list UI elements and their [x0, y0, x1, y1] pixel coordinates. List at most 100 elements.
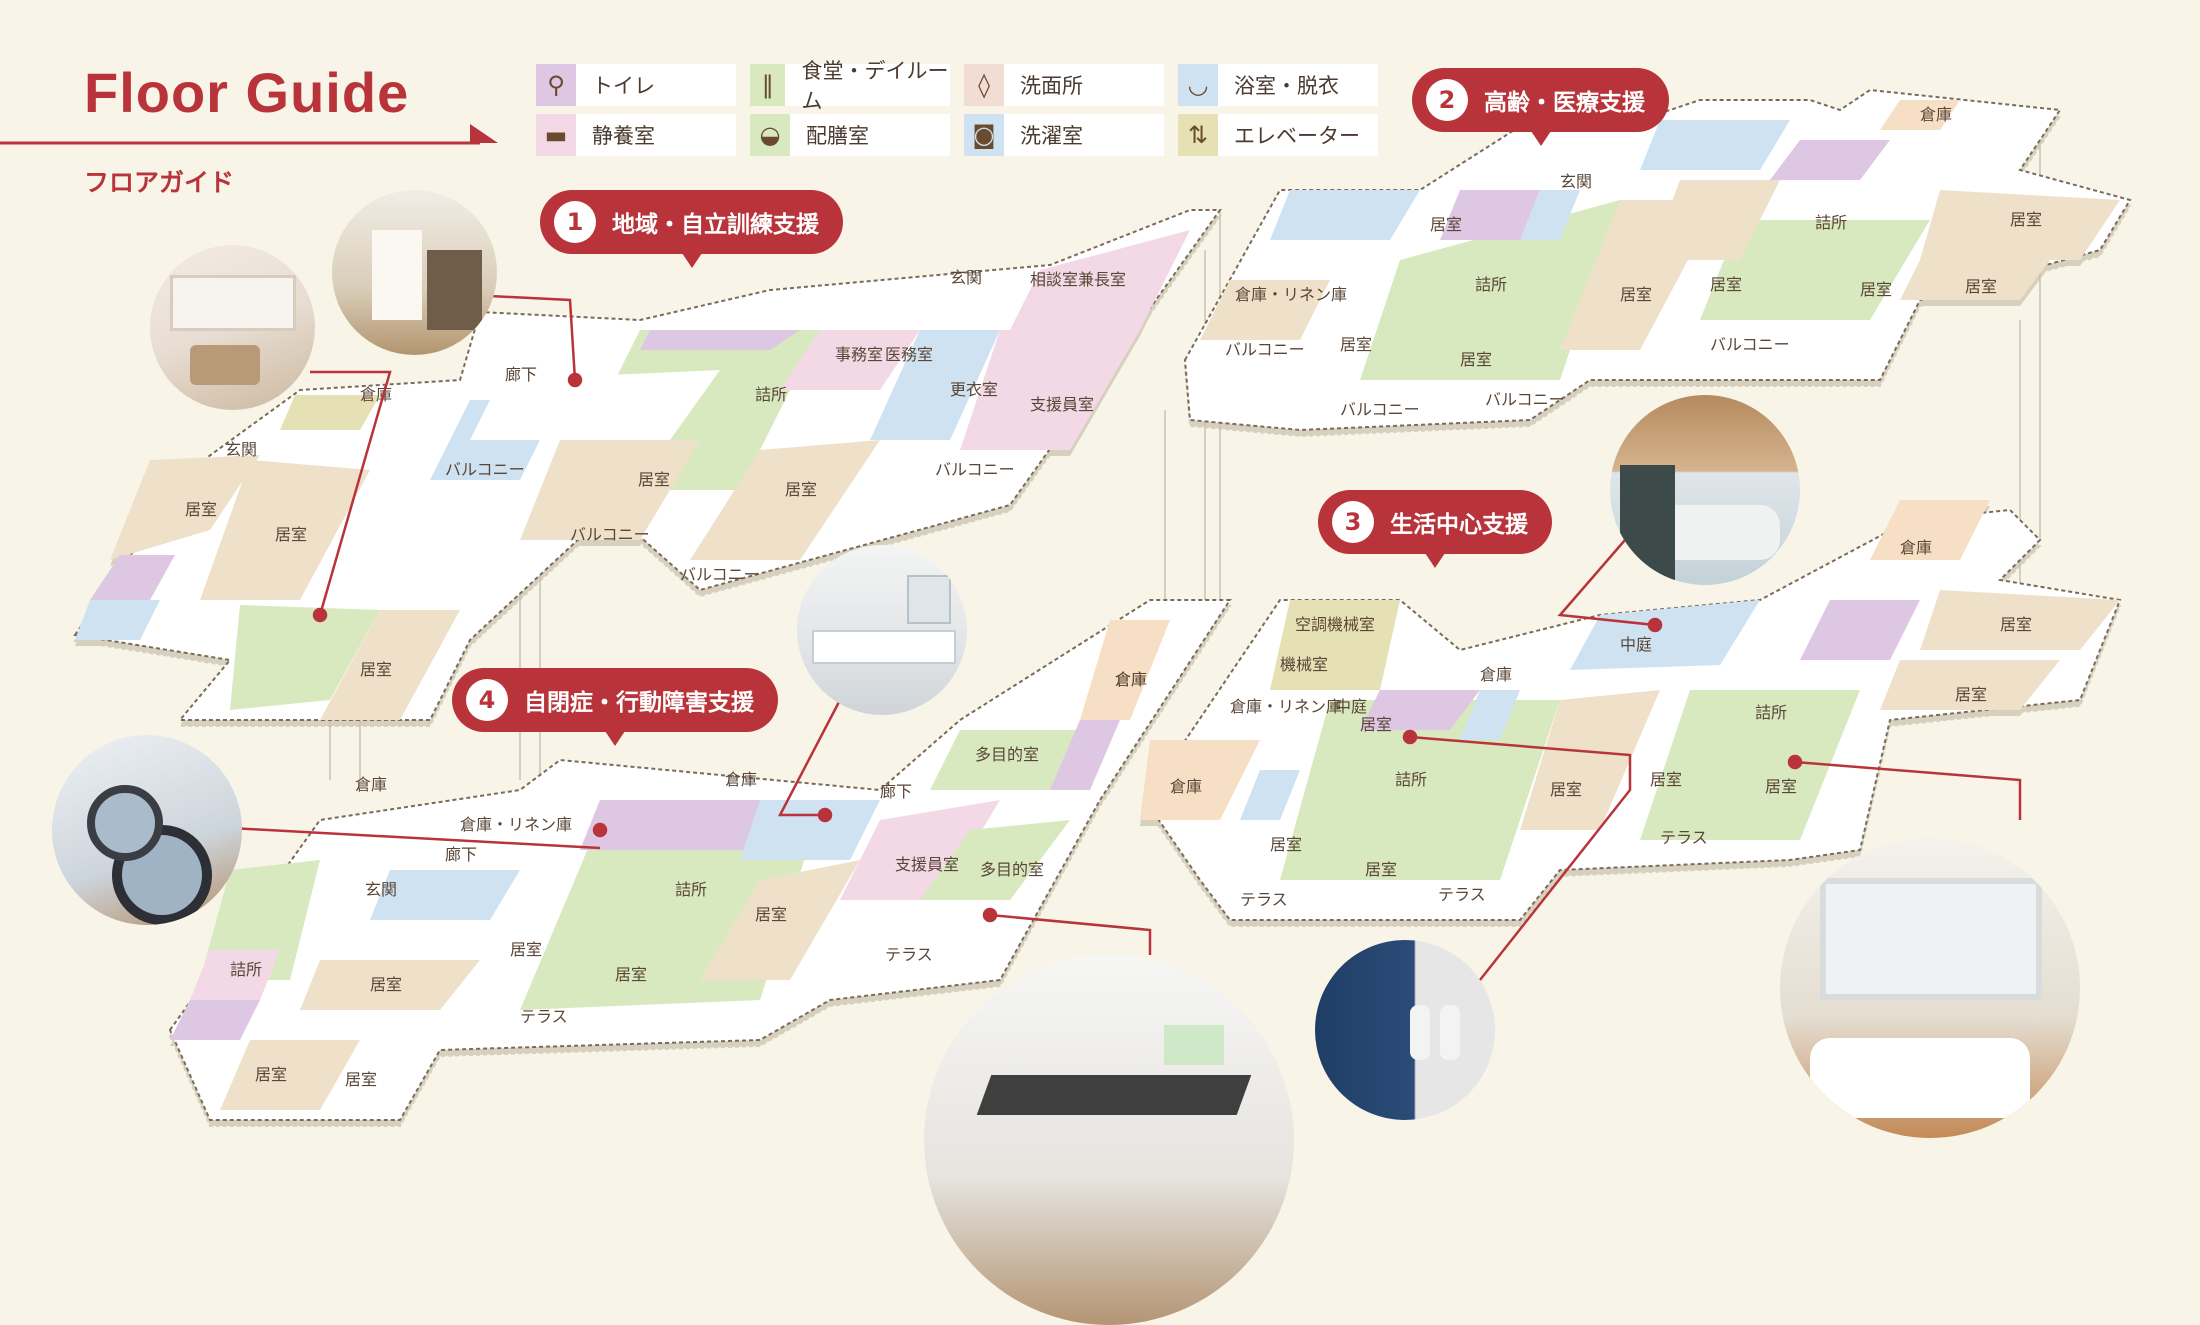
- title-underline-arrow: [0, 124, 498, 145]
- label-terrace: テラス: [1240, 890, 1288, 909]
- label-room: 居室: [1765, 777, 1797, 796]
- floor-2-plan: [1183, 88, 2132, 432]
- laundry-icon: ◙: [964, 114, 1004, 156]
- legend-item-laundry: ◙ 洗濯室: [964, 114, 1164, 156]
- label-room: 居室: [638, 470, 670, 489]
- photo-dayroom: [150, 245, 315, 410]
- label-room: 居室: [1365, 860, 1397, 879]
- label-genkan: 玄関: [1560, 172, 1592, 191]
- label-balcony: バルコニー: [1340, 400, 1420, 419]
- label-station: 詰所: [1815, 213, 1847, 232]
- washroom-icon: ◊: [964, 64, 1004, 106]
- badge-number: 1: [554, 201, 596, 243]
- label-storage: 倉庫: [1480, 665, 1512, 684]
- label-terrace: テラス: [1660, 828, 1708, 847]
- label-balcony: バルコニー: [680, 565, 760, 584]
- label-balcony: バルコニー: [570, 525, 650, 544]
- label-station: 詰所: [1395, 770, 1427, 789]
- photo-bedroom: [1780, 838, 2080, 1138]
- photo-restroom: [1315, 940, 1495, 1120]
- label-room: 居室: [370, 975, 402, 994]
- photo-laundry: [52, 735, 242, 925]
- label-storage: 倉庫: [1920, 105, 1952, 124]
- page-subtitle: フロアガイド: [84, 168, 235, 197]
- label-linen: 倉庫・リネン庫: [460, 815, 572, 834]
- badge-number: 3: [1332, 501, 1374, 543]
- label-courtyard: 中庭: [1620, 635, 1652, 654]
- label-room: 居室: [510, 940, 542, 959]
- label-station: 詰所: [1755, 703, 1787, 722]
- floor-4-plan: [168, 599, 1232, 1121]
- legend-label: トイレ: [592, 74, 655, 98]
- serving-icon: ◒: [750, 114, 790, 156]
- label-machine: 機械室: [1280, 655, 1328, 674]
- label-staff: 支援員室: [1030, 395, 1094, 414]
- label-balcony: バルコニー: [935, 460, 1015, 479]
- label-room: 居室: [2010, 210, 2042, 229]
- bed-icon: ▬: [536, 114, 576, 156]
- legend-item-serving: ◒ 配膳室: [750, 114, 950, 156]
- floor-plans: 玄関 居室 居室 居室 倉庫 廊下 バルコニー バルコニー バルコニー 居室 居…: [73, 88, 2132, 1121]
- label-station: 詰所: [675, 880, 707, 899]
- label-room: 居室: [755, 905, 787, 924]
- label-room: 居室: [1860, 280, 1892, 299]
- label-room: 居室: [1550, 780, 1582, 799]
- badge-label: 自閉症・行動障害支援: [524, 690, 754, 716]
- label-storage: 倉庫: [1115, 670, 1147, 689]
- badge-label: 生活中心支援: [1390, 512, 1528, 538]
- label-station: 詰所: [1475, 275, 1507, 294]
- photo-corridor: [332, 190, 497, 355]
- label-room: 居室: [1340, 335, 1372, 354]
- legend-label: 食堂・デイルーム: [801, 59, 949, 113]
- label-storage: 倉庫: [1170, 777, 1202, 796]
- legend-item-bath: ◡ 浴室・脱衣: [1178, 64, 1378, 106]
- section-badge-1[interactable]: 1 地域・自立訓練支援: [540, 190, 843, 268]
- label-station: 詰所: [230, 960, 262, 979]
- label-room: 居室: [255, 1065, 287, 1084]
- label-hvac: 空調機械室: [1295, 615, 1375, 634]
- label-room: 居室: [1650, 770, 1682, 789]
- label-balcony: バルコニー: [1710, 335, 1790, 354]
- legend-item-elevator: ⇅ エレベーター: [1178, 114, 1378, 156]
- page-title: Floor Guide: [84, 61, 410, 124]
- photo-multipurpose-room: [924, 955, 1294, 1325]
- label-room: 居室: [615, 965, 647, 984]
- toilet-icon: ⚲: [536, 64, 576, 106]
- legend-item-washroom: ◊ 洗面所: [964, 64, 1164, 106]
- label-storage: 倉庫: [1115, 670, 1147, 689]
- label-multipurpose: 多目的室: [975, 745, 1039, 764]
- legend-label: 浴室・脱衣: [1234, 74, 1339, 98]
- label-linen: 倉庫・リネン庫: [1230, 697, 1342, 716]
- legend-item-dining: ‖ 食堂・デイルーム: [750, 59, 950, 113]
- label-storage: 倉庫: [725, 770, 757, 789]
- legend-label: 配膳室: [806, 124, 869, 148]
- room-labels: 玄関 居室 居室 居室 倉庫 廊下 バルコニー バルコニー バルコニー 居室 居…: [185, 105, 2042, 1089]
- label-room: 居室: [1965, 277, 1997, 296]
- label-terrace: テラス: [885, 945, 933, 964]
- label-changing: 更衣室: [950, 380, 998, 399]
- label-consult: 相談室兼長室: [1030, 270, 1126, 289]
- photo-washroom: [797, 545, 967, 715]
- floor-guide-map: Floor Guide フロアガイド ⚲ トイレ ‖ 食堂・デイルーム ◊ 洗面…: [0, 59, 2132, 1325]
- label-office: 事務室: [835, 345, 883, 364]
- label-room: 居室: [785, 480, 817, 499]
- label-balcony: バルコニー: [1225, 340, 1305, 359]
- section-badge-3[interactable]: 3 生活中心支援: [1318, 490, 1552, 568]
- label-balcony: バルコニー: [445, 460, 525, 479]
- section-badge-2[interactable]: 2 高齢・医療支援: [1412, 68, 1669, 146]
- label-room: 居室: [185, 500, 217, 519]
- bath-icon: ◡: [1178, 64, 1218, 106]
- label-corridor: 廊下: [505, 365, 537, 384]
- photo-bathroom: [1610, 395, 1800, 585]
- label-corridor: 廊下: [445, 845, 477, 864]
- photo-leader-lines: [229, 293, 2022, 981]
- section-badge-4[interactable]: 4 自閉症・行動障害支援: [452, 668, 778, 746]
- legend-label: 静養室: [592, 124, 655, 148]
- label-room: 居室: [2000, 615, 2032, 634]
- elevator-icon: ⇅: [1178, 114, 1218, 156]
- label-room: 居室: [1710, 275, 1742, 294]
- label-storage: 倉庫: [360, 385, 392, 404]
- label-courtyard: 中庭: [1335, 697, 1367, 716]
- label-genkan: 玄関: [950, 268, 982, 287]
- label-storage: 倉庫: [1900, 538, 1932, 557]
